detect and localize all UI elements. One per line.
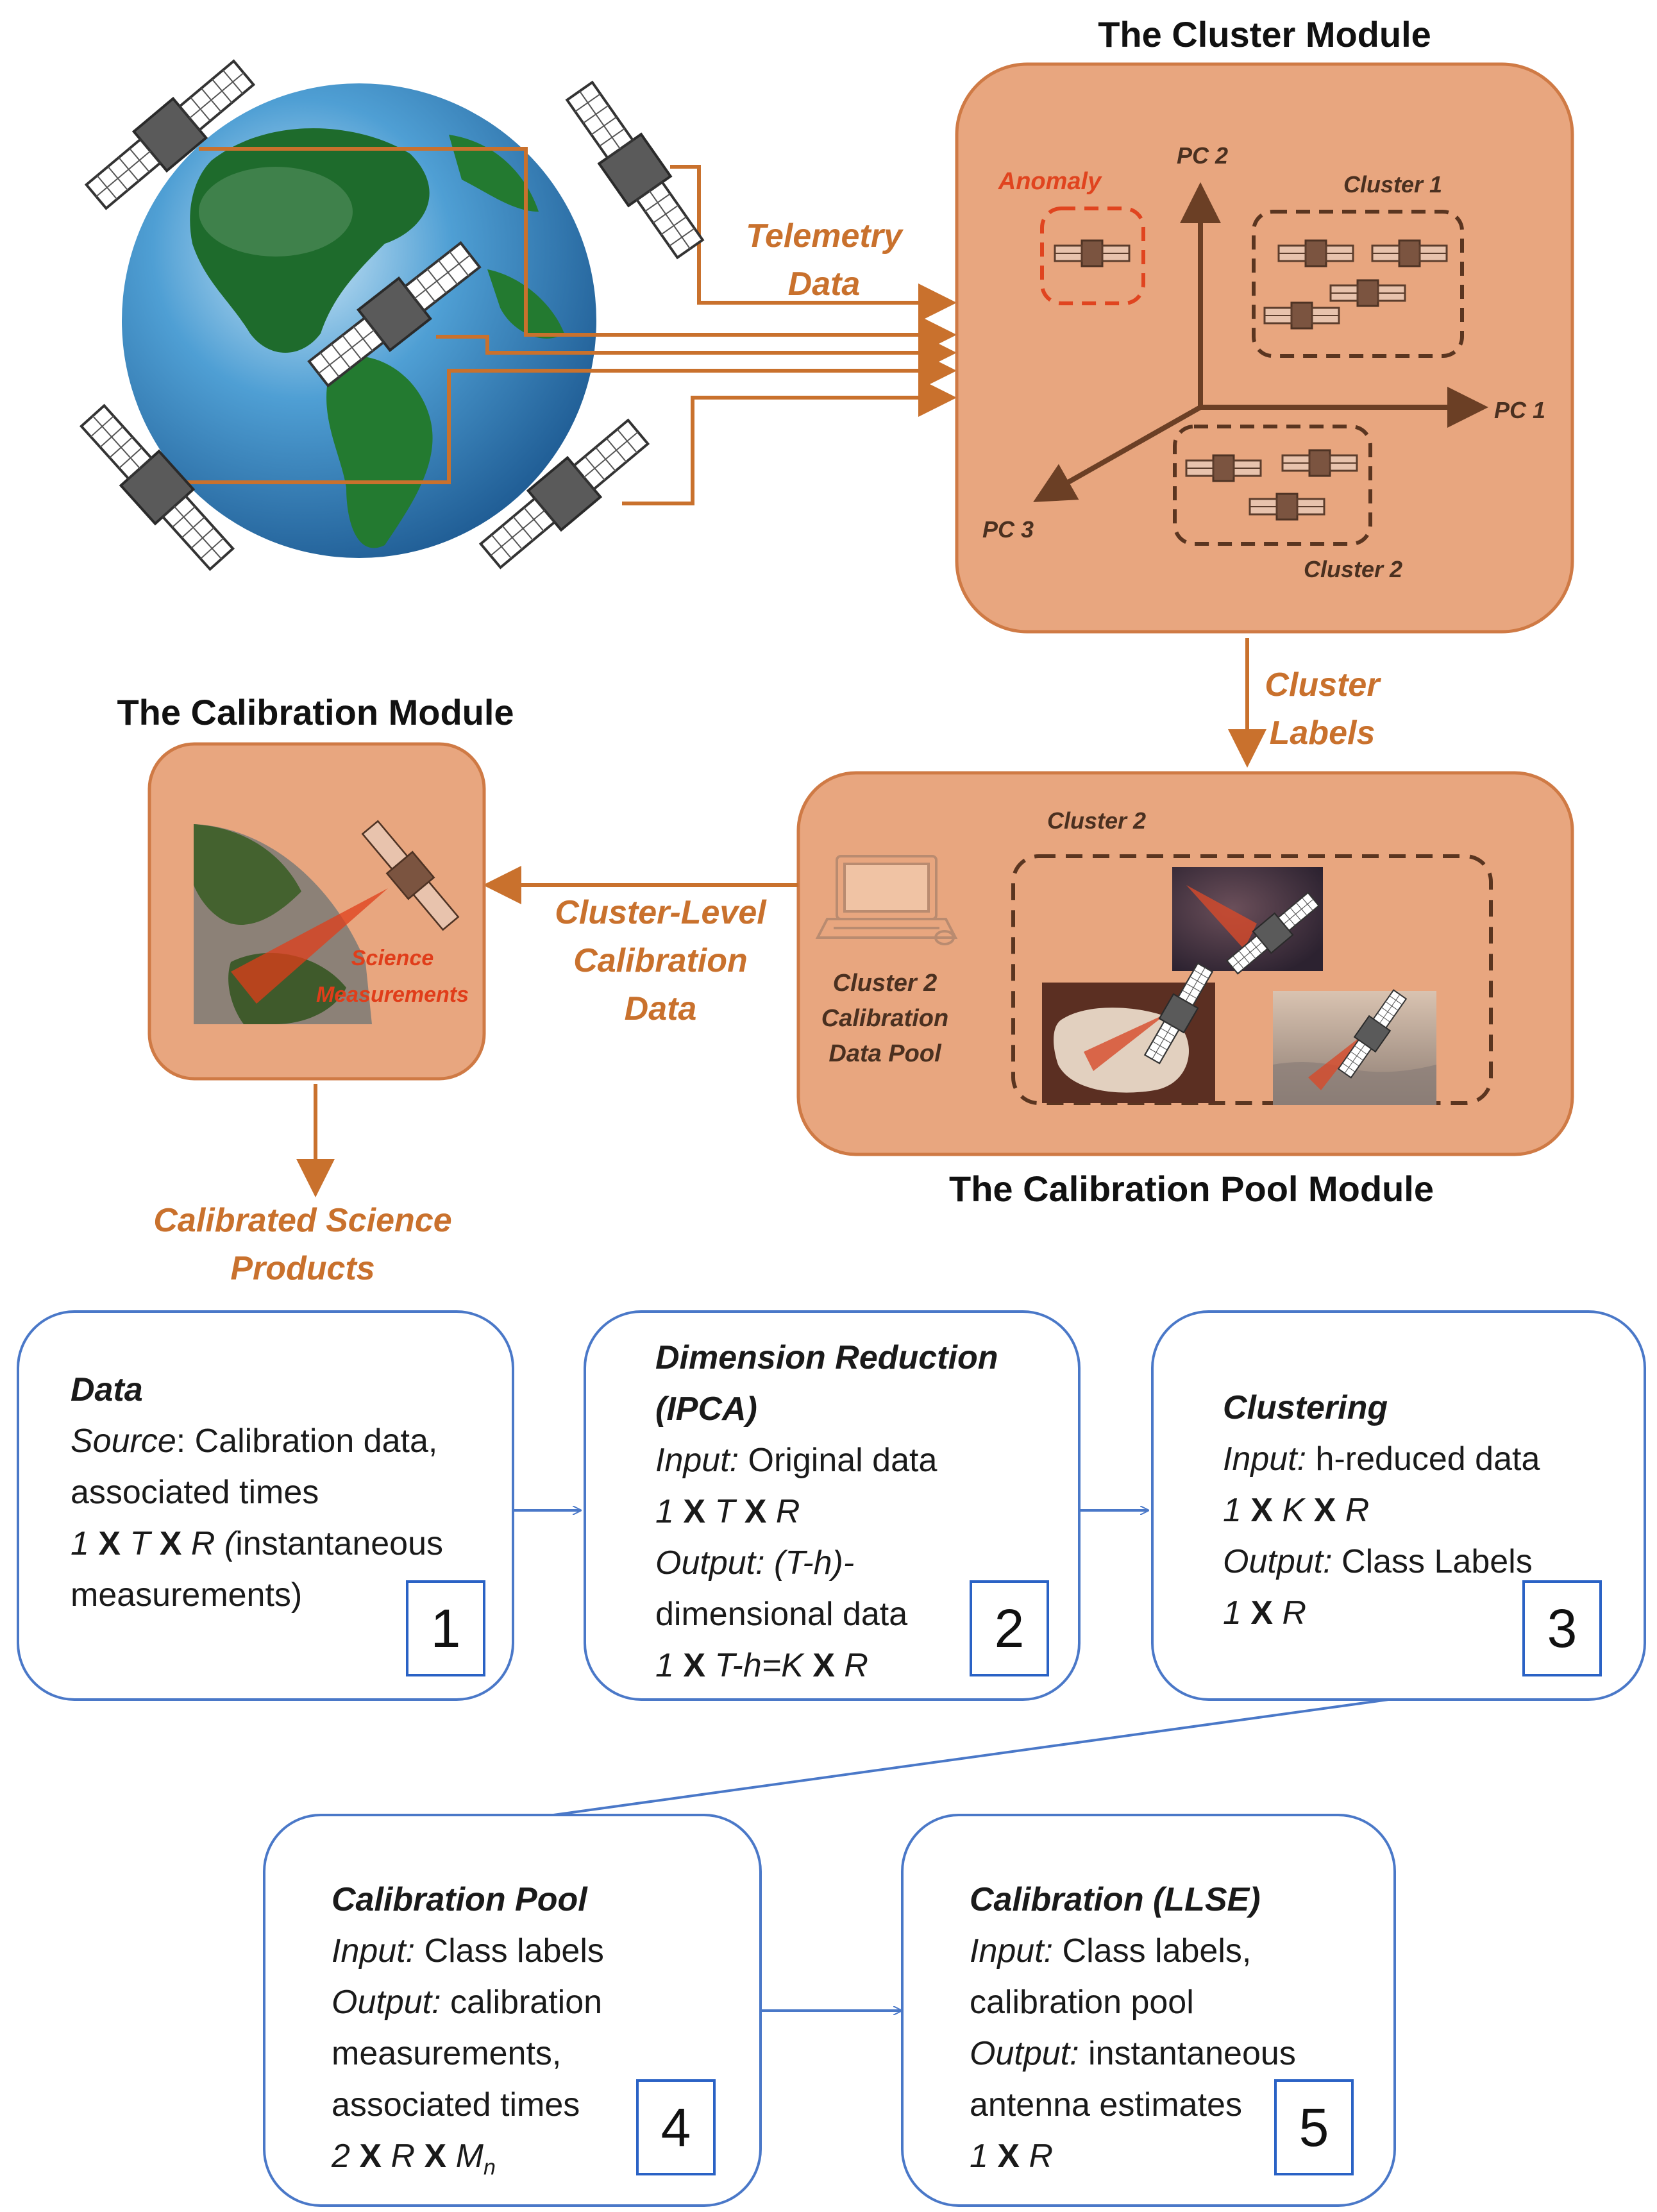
step2-output-text: (T-h)- bbox=[764, 1544, 855, 1582]
svg-text:Data: Data bbox=[625, 990, 697, 1027]
step2-input-label: Input: bbox=[655, 1442, 739, 1479]
svg-text:Cluster: Cluster bbox=[1265, 666, 1381, 704]
step5-title: Calibration (LLSE) bbox=[970, 1881, 1261, 1918]
telemetry-data-label: Telemetry Data bbox=[746, 217, 904, 303]
step2-in-dims: 1 X T X R bbox=[655, 1493, 800, 1530]
science-measurements-label: Science Measurements bbox=[316, 946, 469, 1007]
cluster-module-box bbox=[955, 62, 1574, 634]
step-flow-arrows bbox=[514, 1510, 1389, 2011]
calibrated-science-products-label: Calibrated Science Products bbox=[153, 1202, 451, 1287]
calibration-satellite-icon bbox=[361, 820, 460, 931]
svg-text:Science: Science bbox=[351, 946, 434, 970]
svg-text:Measurements: Measurements bbox=[316, 983, 469, 1007]
step4-number: 4 bbox=[636, 2079, 716, 2175]
step2-output-text2: dimensional data bbox=[655, 1596, 908, 1633]
space-scene-image bbox=[1172, 867, 1324, 979]
step4-output-label: Output: bbox=[332, 1984, 441, 2021]
svg-text:Calibration: Calibration bbox=[821, 1005, 948, 1032]
step2-title-line2: (IPCA) bbox=[655, 1390, 757, 1428]
step2-input-text: Original data bbox=[739, 1442, 938, 1479]
cluster2-region bbox=[1173, 425, 1372, 546]
step2-title-line1: Dimension Reduction bbox=[655, 1339, 998, 1376]
step3-title: Clustering bbox=[1223, 1389, 1388, 1426]
step-data-box: Data Source: Calibration data, associate… bbox=[17, 1310, 514, 1701]
step-dimension-reduction-box: Dimension Reduction (IPCA) Input: Origin… bbox=[584, 1310, 1081, 1701]
step1-line2: associated times bbox=[71, 1474, 319, 1511]
pool-cluster2-label: Cluster 2 bbox=[1047, 807, 1146, 834]
svg-text:Data Pool: Data Pool bbox=[828, 1040, 942, 1067]
step5-line5: antenna estimates bbox=[970, 2086, 1242, 2123]
step1-number: 1 bbox=[406, 1580, 485, 1676]
calibration-pool-module-title: The Calibration Pool Module bbox=[949, 1169, 1434, 1209]
step2-output-label: Output: bbox=[655, 1544, 765, 1582]
ocean-scene-image bbox=[1273, 986, 1436, 1105]
step5-number: 5 bbox=[1274, 2079, 1354, 2175]
svg-text:Cluster 2: Cluster 2 bbox=[833, 970, 938, 997]
anomaly-label: Anomaly bbox=[998, 168, 1102, 195]
step3-input-text: h-reduced data bbox=[1306, 1440, 1540, 1478]
step4-dims: 2 X R X Mn bbox=[332, 2138, 496, 2180]
cluster2-label: Cluster 2 bbox=[1304, 556, 1402, 582]
svg-text:Cluster-Level: Cluster-Level bbox=[555, 894, 767, 931]
step3-output-text: Class Labels bbox=[1332, 1543, 1533, 1580]
step5-input-label: Input: bbox=[970, 1932, 1054, 1970]
step4-output-text: calibration bbox=[441, 1984, 603, 2021]
pca-axes bbox=[1033, 182, 1488, 502]
antarctica-scene-image bbox=[1042, 959, 1218, 1103]
step3-output-label: Output: bbox=[1223, 1543, 1333, 1580]
svg-text:Telemetry: Telemetry bbox=[746, 217, 904, 255]
step3-input-label: Input: bbox=[1223, 1440, 1307, 1478]
step5-dims: 1 X R bbox=[970, 2138, 1054, 2175]
step-clustering-box: Clustering Input: h-reduced data 1 X K X… bbox=[1151, 1310, 1646, 1701]
step4-input-label: Input: bbox=[332, 1932, 416, 1970]
step1-source-text: : Calibration data, bbox=[176, 1423, 438, 1460]
step3-number: 3 bbox=[1522, 1580, 1602, 1676]
step-calibration-llse-box: Calibration (LLSE) Input: Class labels, … bbox=[901, 1814, 1396, 2207]
pc2-label: PC 2 bbox=[1177, 142, 1228, 169]
step1-source-label: Source bbox=[71, 1423, 176, 1460]
pc3-label: PC 3 bbox=[982, 516, 1034, 543]
pool-cluster2-region bbox=[1011, 854, 1493, 1105]
step3-out-dims: 1 X R bbox=[1223, 1594, 1307, 1632]
step5-output-text: instantaneous bbox=[1079, 2035, 1296, 2072]
step3-in-dims: 1 X K X R bbox=[1223, 1492, 1370, 1529]
svg-text:Calibration: Calibration bbox=[573, 942, 748, 979]
step5-input-text: Class labels, bbox=[1053, 1932, 1252, 1970]
step4-title: Calibration Pool bbox=[332, 1881, 587, 1918]
calibration-module-title: The Calibration Module bbox=[117, 692, 514, 732]
cluster-module-title: The Cluster Module bbox=[1098, 14, 1431, 55]
step5-output-label: Output: bbox=[970, 2035, 1079, 2072]
cluster-level-calibration-label: Cluster-Level Calibration Data bbox=[555, 894, 767, 1027]
laptop-icon bbox=[815, 855, 958, 945]
step1-dims: 1 X T X R (instantaneous bbox=[71, 1525, 444, 1562]
anomaly-region bbox=[1040, 207, 1145, 305]
step1-line4: measurements) bbox=[71, 1576, 303, 1614]
svg-text:Products: Products bbox=[230, 1250, 374, 1287]
measurement-beam-icon bbox=[231, 888, 388, 1004]
cluster-labels-label: Cluster Labels bbox=[1265, 666, 1381, 752]
svg-text:Calibrated Science: Calibrated Science bbox=[153, 1202, 451, 1239]
step4-input-text: Class labels bbox=[415, 1932, 604, 1970]
cluster2-pool-label: Cluster 2 Calibration Data Pool bbox=[821, 970, 948, 1067]
step-calibration-pool-box: Calibration Pool Input: Class labels Out… bbox=[263, 1814, 762, 2207]
pc1-label: PC 1 bbox=[1494, 397, 1545, 423]
svg-text:Data: Data bbox=[788, 266, 861, 303]
step1-title: Data bbox=[71, 1371, 143, 1408]
step4-line5: associated times bbox=[332, 2086, 580, 2123]
cluster1-label: Cluster 1 bbox=[1343, 171, 1442, 198]
cluster1-region bbox=[1252, 210, 1464, 358]
step2-number: 2 bbox=[970, 1580, 1049, 1676]
svg-text:Labels: Labels bbox=[1270, 714, 1375, 752]
step2-out-dims: 1 X T-h=K X R bbox=[655, 1647, 868, 1684]
step5-line3: calibration pool bbox=[970, 1984, 1194, 2021]
step4-line4: measurements, bbox=[332, 2035, 562, 2072]
